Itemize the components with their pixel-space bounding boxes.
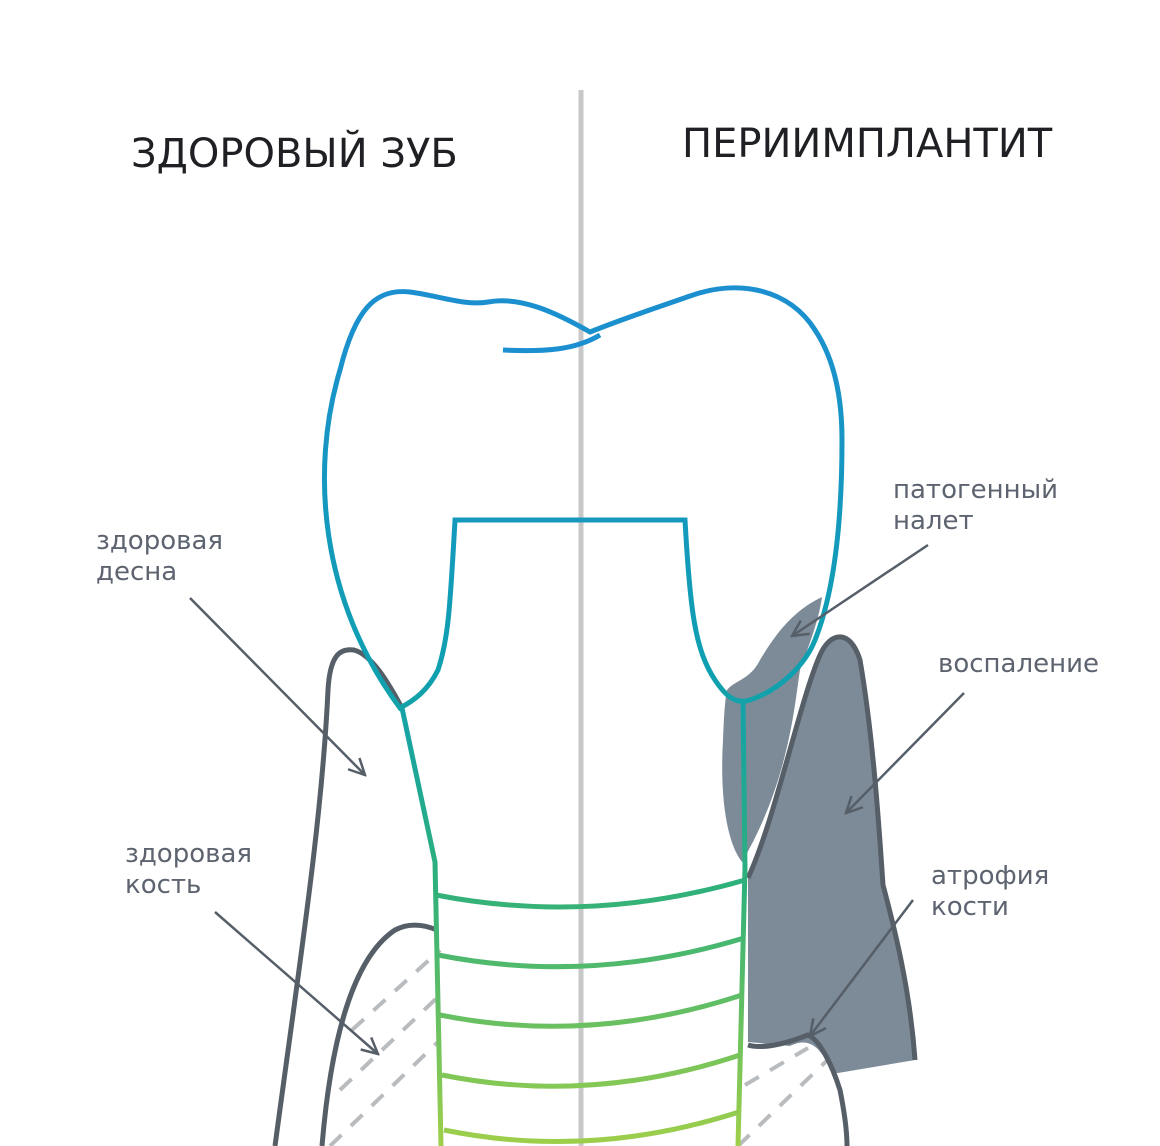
healthy-bone-hatch xyxy=(328,948,442,1146)
label-healthy-bone-line1: здоровая xyxy=(125,839,252,869)
label-inflammation: воспаление xyxy=(938,649,1099,679)
crown-fissure xyxy=(502,332,602,354)
remaining-bone-hatch xyxy=(736,1046,842,1146)
healthy-gum-arrow xyxy=(189,597,365,775)
label-bone-atrophy-line2: кости xyxy=(931,892,1009,922)
healthy-bone-outline xyxy=(319,922,438,1146)
implant-threads xyxy=(435,877,746,1145)
label-healthy-gum-line2: десна xyxy=(96,557,177,587)
label-inflammation-line1: воспаление xyxy=(938,649,1099,679)
label-healthy-bone-line2: кость xyxy=(125,870,201,900)
healthy-gum-outline xyxy=(272,647,405,1146)
label-healthy-gum: здоровая десна xyxy=(96,526,231,587)
inflammation-arrow xyxy=(846,692,965,813)
pathogenic-plaque xyxy=(722,597,822,862)
label-healthy-gum-line1: здоровая xyxy=(96,526,223,556)
title-periimplantitis: ПЕРИИМПЛАНТИТ xyxy=(682,121,1053,167)
bone-atrophy-arrow xyxy=(810,899,914,1036)
implant-body xyxy=(399,699,748,1146)
label-bone-atrophy: атрофия кости xyxy=(931,861,1058,922)
crown-outline xyxy=(321,285,845,712)
inflamed-gum xyxy=(748,636,915,1074)
label-pathogenic-plaque-line1: патогенный xyxy=(893,475,1058,505)
plaque-arrow xyxy=(792,543,929,636)
label-pathogenic-plaque: патогенный налет xyxy=(893,475,1066,536)
inflamed-gum-outline xyxy=(745,634,918,1061)
atrophic-bone-outline xyxy=(747,1032,850,1146)
label-bone-atrophy-line1: атрофия xyxy=(931,861,1049,891)
label-healthy-bone: здоровая кость xyxy=(125,839,260,900)
healthy-bone-arrow xyxy=(214,911,378,1054)
title-healthy-tooth: ЗДОРОВЫЙ ЗУБ xyxy=(131,129,458,177)
label-pathogenic-plaque-line2: налет xyxy=(893,506,974,536)
